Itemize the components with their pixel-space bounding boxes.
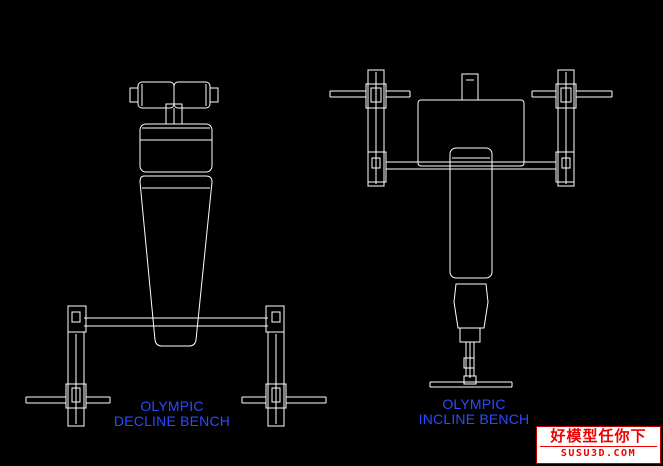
incline-bench-drawing xyxy=(329,69,613,388)
incline-foot-support xyxy=(429,283,513,388)
decline-bench-label: OLYMPIC DECLINE BENCH xyxy=(110,399,234,429)
decline-left-upright xyxy=(25,305,111,427)
decline-back-pad xyxy=(139,175,213,347)
decline-label-line1: OLYMPIC xyxy=(140,398,204,414)
decline-crossbar xyxy=(84,317,268,327)
decline-leg-rollers xyxy=(129,81,219,125)
incline-bench-label: OLYMPIC INCLINE BENCH xyxy=(412,397,536,427)
incline-crossbar xyxy=(386,161,556,170)
incline-seat-pad xyxy=(449,147,493,279)
incline-label-line2: INCLINE BENCH xyxy=(418,411,530,427)
watermark-site-name: 好模型任你下 xyxy=(550,427,647,445)
incline-back-pad xyxy=(417,73,525,167)
decline-bench-drawing xyxy=(25,81,327,427)
decline-leg-pad xyxy=(139,123,213,173)
incline-right-upright xyxy=(531,69,613,187)
incline-left-upright xyxy=(329,69,411,187)
incline-label-line1: OLYMPIC xyxy=(442,396,506,412)
decline-label-line2: DECLINE BENCH xyxy=(113,413,231,429)
watermark-site-domain: SUSU3D.COM xyxy=(540,446,657,461)
decline-right-upright xyxy=(241,305,327,427)
watermark-logo: 好模型任你下 SUSU3D.COM xyxy=(536,426,661,464)
